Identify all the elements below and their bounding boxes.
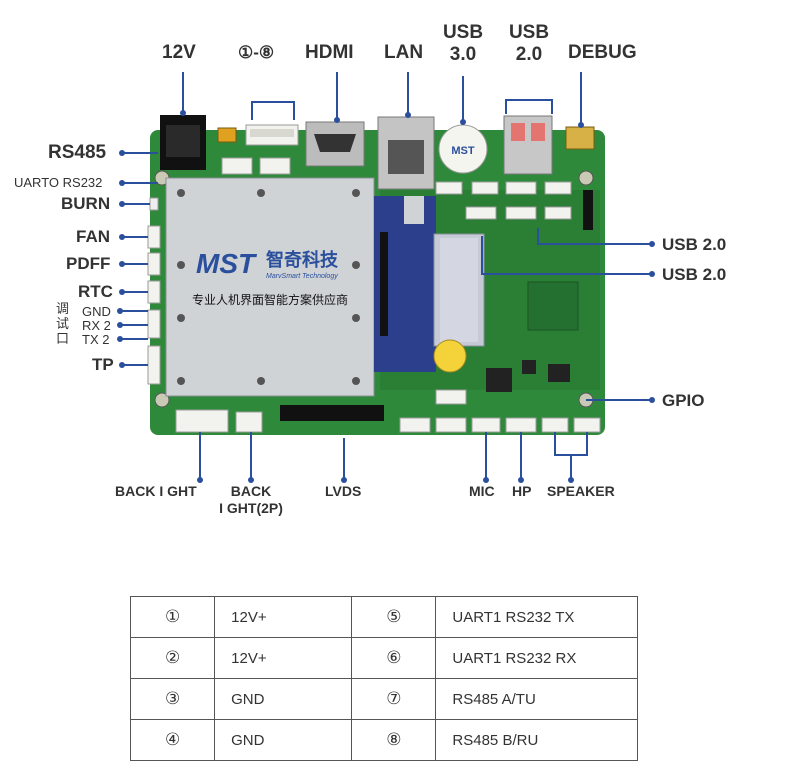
white-connector <box>505 206 537 220</box>
pin-description: UART1 RS232 TX <box>435 596 638 638</box>
label-backlight-2p-line2: I GHT(2P) <box>219 500 283 516</box>
brand-en: MarvSmart Technology <box>266 273 338 280</box>
pin-description: UART1 RS232 RX <box>435 637 638 679</box>
pin-description: GND <box>214 678 353 720</box>
pin-description: 12V+ <box>214 637 353 679</box>
label-debug: DEBUG <box>568 42 637 63</box>
label-hdmi: HDMI <box>305 42 354 63</box>
label-debug-port: 调 试 口 <box>56 302 69 347</box>
label-12v: 12V <box>162 42 196 63</box>
pin-description: RS485 B/RU <box>435 719 638 761</box>
label-pins-1-8: ①-⑧ <box>238 43 275 62</box>
label-uart0-rs232: UARTO RS232 <box>14 175 103 190</box>
label-usb20-right-1: USB 2.0 <box>662 235 727 254</box>
table-row: ④ GND ⑧ RS485 B/RU <box>129 719 638 761</box>
backlight-connector <box>175 409 229 433</box>
label-usb20-line2: 2.0 <box>515 44 543 65</box>
label-lan: LAN <box>384 42 424 63</box>
lvds-connector <box>280 405 384 421</box>
metal-shield <box>165 177 375 397</box>
label-usb30-line2: 3.0 <box>449 44 477 65</box>
speaker-connector <box>541 417 569 433</box>
label-tp: TP <box>92 355 114 374</box>
rtc-connector <box>147 280 161 304</box>
slogan: 专业人机界面智能方案供应商 <box>192 292 348 307</box>
pin-number: ④ <box>129 719 216 761</box>
label-usb30-line1: USB <box>442 22 484 43</box>
table-row: ① 12V+ ⑤ UART1 RS232 TX <box>129 596 638 638</box>
burn-button <box>149 197 159 211</box>
debug-uart-connector <box>147 309 161 339</box>
pin-number: ⑤ <box>351 596 437 638</box>
sticker-2 <box>433 339 467 373</box>
white-connector <box>505 181 537 195</box>
logo-mst: MST <box>196 248 258 279</box>
label-usb20-top: USB 2.0 <box>504 22 554 66</box>
white-connector <box>544 181 572 195</box>
label-usb20-line1: USB <box>508 22 550 43</box>
chip <box>486 368 512 392</box>
pdff-connector <box>147 252 161 276</box>
pin-description: RS485 A/TU <box>435 678 638 720</box>
debug-port <box>565 126 595 150</box>
label-pdff: PDFF <box>66 254 111 273</box>
mic-connector <box>471 417 501 433</box>
tp-connector <box>147 345 161 385</box>
label-usb30: USB 3.0 <box>438 22 488 66</box>
label-tx2: TX 2 <box>82 332 110 347</box>
label-lvds: LVDS <box>325 483 362 499</box>
board-diagram: MST MST 智奇科技 MarvSmart Technology 专业人机界面… <box>117 72 655 483</box>
pin-description: GND <box>214 719 353 761</box>
label-debug-port-char2: 试 <box>56 317 70 332</box>
table-row: ③ GND ⑦ RS485 A/TU <box>129 678 638 720</box>
pin-number: ③ <box>129 678 216 720</box>
white-connector <box>435 389 467 405</box>
label-backlight-2p: BACK I GHT(2P) <box>205 483 297 517</box>
fan-connector <box>147 225 161 249</box>
label-rtc: RTC <box>78 282 113 301</box>
pointer-dots <box>117 110 655 483</box>
label-rx2: RX 2 <box>82 318 111 333</box>
white-connector <box>399 417 431 433</box>
pin-number: ⑥ <box>351 637 437 679</box>
pin-description: 12V+ <box>214 596 353 638</box>
white-connector <box>471 181 499 195</box>
speaker-connector <box>573 417 601 433</box>
white-connector <box>544 206 572 220</box>
label-speaker: SPEAKER <box>547 483 615 499</box>
pin-number: ⑧ <box>351 719 437 761</box>
sticker-text: MST <box>451 145 475 157</box>
hp-connector <box>505 417 537 433</box>
table-row: ② 12V+ ⑥ UART1 RS232 RX <box>129 637 638 679</box>
pointer-lines <box>120 72 652 480</box>
power-connector <box>217 127 237 143</box>
white-connector <box>435 181 463 195</box>
label-fan: FAN <box>76 227 110 246</box>
uart0-connector <box>221 157 253 175</box>
pin-number: ② <box>129 637 216 679</box>
label-burn: BURN <box>61 194 111 213</box>
pin-table: ① 12V+ ⑤ UART1 RS232 TX ② 12V+ ⑥ UART1 R… <box>129 596 638 761</box>
brand-cn: 智奇科技 <box>266 249 339 271</box>
label-usb20-right-2: USB 2.0 <box>662 265 727 284</box>
label-gnd: GND <box>82 304 111 319</box>
fpc-connector <box>583 190 593 230</box>
backlight-2p-connector <box>235 411 263 433</box>
label-hp: HP <box>512 483 532 499</box>
label-backlight-2p-line1: BACK <box>230 483 272 499</box>
white-connector <box>435 417 467 433</box>
white-connector <box>465 206 497 220</box>
label-debug-port-char3: 口 <box>56 332 70 347</box>
pin-number: ① <box>129 596 216 638</box>
label-rs485: RS485 <box>48 142 107 163</box>
label-backlight: BACK I GHT <box>115 483 197 499</box>
mount-hole <box>578 170 594 186</box>
label-debug-port-char1: 调 <box>56 302 70 317</box>
rs485-connector <box>259 157 291 175</box>
label-mic: MIC <box>469 483 495 499</box>
label-gpio: GPIO <box>662 391 705 410</box>
pin-number: ⑦ <box>351 678 437 720</box>
